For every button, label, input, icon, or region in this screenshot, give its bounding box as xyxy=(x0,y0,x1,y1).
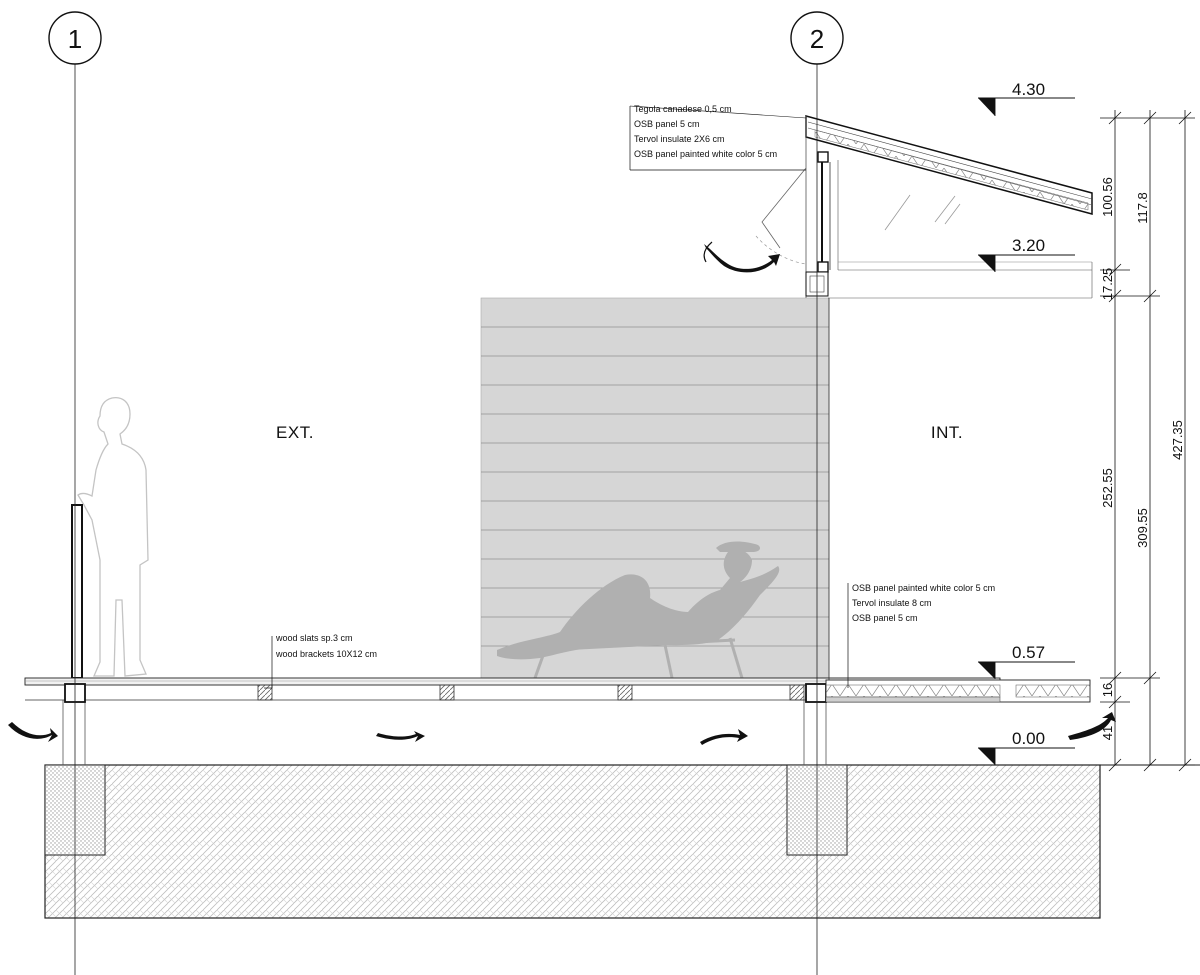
level-marker-floor: 0.57 xyxy=(978,643,1075,679)
dimension-lines xyxy=(1100,110,1195,772)
ground-slab xyxy=(44,764,1101,919)
floor-note-2: Tervol insulate 8 cm xyxy=(852,598,932,608)
wall-siding-lines xyxy=(481,326,829,647)
grid-axis-1: 1 xyxy=(48,11,102,975)
dim-total-height: 427.35 xyxy=(1170,420,1185,460)
ventilation-arrows xyxy=(8,241,1116,745)
label-interior: INT. xyxy=(931,423,963,442)
level-floor: 0.57 xyxy=(1012,643,1045,662)
floor-note-3: OSB panel 5 cm xyxy=(852,613,918,623)
floor-notes: OSB panel painted white color 5 cm Tervo… xyxy=(847,583,995,688)
dim-roof-height: 100.56 xyxy=(1100,177,1115,217)
dim-floor-to-beam: 309.55 xyxy=(1135,508,1150,548)
standing-figure xyxy=(77,396,149,677)
level-ground: 0.00 xyxy=(1012,729,1045,748)
roof xyxy=(755,115,1093,299)
level-marker-ground: 0.00 xyxy=(978,729,1075,765)
deck-note-1: wood slats sp.3 cm xyxy=(275,633,353,643)
roof-notes: Tegola canadese 0,5 cm OSB panel 5 cm Te… xyxy=(629,104,807,171)
roof-note-2: OSB panel 5 cm xyxy=(634,119,700,129)
dim-floor-thickness: 16 xyxy=(1100,683,1115,697)
dim-roof-total: 117.8 xyxy=(1135,192,1150,224)
beam-right xyxy=(805,683,827,703)
floor-note-1: OSB panel painted white color 5 cm xyxy=(852,583,995,593)
roof-note-4: OSB panel painted white color 5 cm xyxy=(634,149,777,159)
axis-label-2: 2 xyxy=(810,24,824,54)
reclining-figure xyxy=(497,541,780,679)
dim-wall-height: 252.55 xyxy=(1100,468,1115,508)
grid-axis-2: 2 xyxy=(790,11,844,975)
dim-beam: 17.25 xyxy=(1100,268,1115,301)
railing xyxy=(71,504,83,679)
deck-notes: wood slats sp.3 cm wood brackets 10X12 c… xyxy=(264,633,377,689)
level-marker-roof-top: 4.30 xyxy=(978,80,1075,116)
deck-note-2: wood brackets 10X12 cm xyxy=(275,649,377,659)
label-exterior: EXT. xyxy=(276,423,314,442)
roof-note-1: Tegola canadese 0,5 cm xyxy=(634,104,732,114)
level-roof-base: 3.20 xyxy=(1012,236,1045,255)
roof-note-3: Tervol insulate 2X6 cm xyxy=(634,134,725,144)
level-roof-top: 4.30 xyxy=(1012,80,1045,99)
level-marker-roof-base: 3.20 xyxy=(978,236,1075,272)
dim-crawl-space: 41 xyxy=(1100,726,1115,740)
axis-label-1: 1 xyxy=(68,24,82,54)
